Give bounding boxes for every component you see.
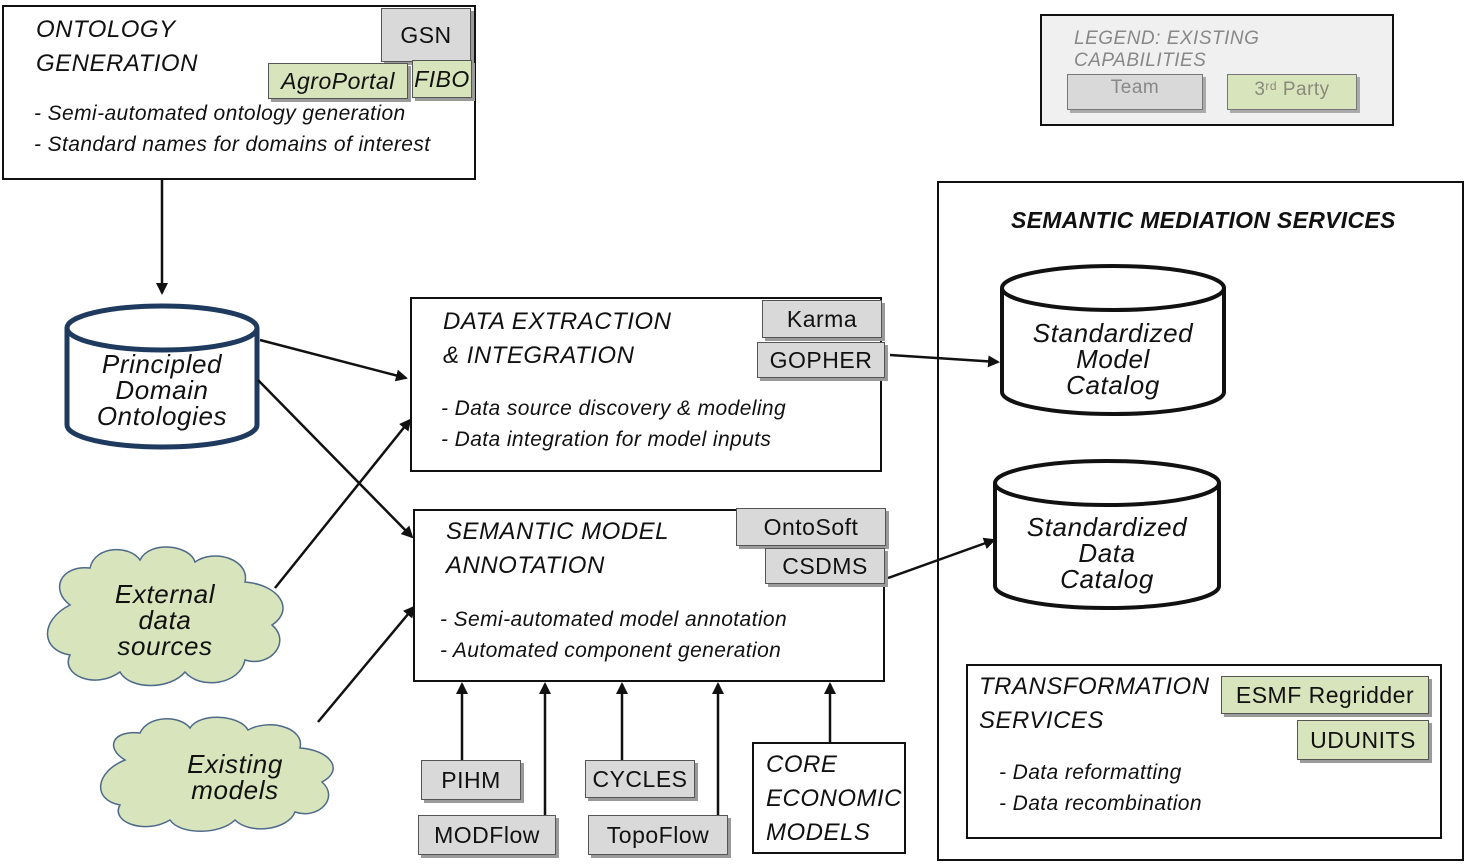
agroportal-tag: AgroPortal: [268, 63, 408, 99]
data-extraction-title-line2: & INTEGRATION: [443, 342, 635, 369]
semantic-annotation-title-line1: SEMANTIC MODEL: [446, 518, 670, 545]
core-economic-box: CORE ECONOMIC MODELS: [752, 742, 906, 854]
legend-third-party-label: Party: [1277, 79, 1330, 100]
principled-ontologies-line1: Principled: [101, 349, 223, 379]
legend-third-party-number: 3: [1254, 79, 1266, 100]
modflow-tag: MODFlow: [418, 815, 556, 855]
ontology-generation-bullet-1: - Semi-automated ontology generation: [34, 102, 406, 125]
principled-ontologies-line2: Domain: [115, 375, 209, 405]
udunits-tag: UDUNITS: [1297, 720, 1429, 760]
data-extraction-title-line1: DATA EXTRACTION: [443, 308, 672, 335]
core-economic-line2: ECONOMIC: [766, 785, 902, 812]
ontology-generation-bullet-2: - Standard names for domains of interest: [34, 133, 431, 156]
data-catalog-cylinder: [993, 459, 1221, 610]
data-catalog-label: Standardized Data Catalog: [995, 514, 1219, 592]
topoflow-tag: TopoFlow: [588, 815, 728, 855]
existing-models-line1: Existing: [187, 749, 283, 779]
csdms-tag: CSDMS: [765, 548, 885, 584]
data-extraction-bullet-2: - Data integration for model inputs: [441, 428, 772, 451]
existing-models-label: Existing models: [137, 751, 333, 803]
semantic-mediation-box: SEMANTIC MEDIATION SERVICES: [937, 181, 1464, 861]
ontosoft-tag: OntoSoft: [736, 508, 886, 546]
semantic-annotation-title-line2: ANNOTATION: [446, 552, 605, 579]
external-sources-line2: data: [138, 605, 192, 635]
principled-ontologies-label: Principled Domain Ontologies: [67, 351, 257, 429]
transformation-bullet-2: - Data recombination: [999, 792, 1202, 815]
core-economic-line3: MODELS: [766, 819, 871, 846]
legend-team-swatch: Team: [1067, 74, 1203, 110]
ontology-generation-title-line2: GENERATION: [36, 50, 198, 77]
model-catalog-line3: Catalog: [1066, 370, 1160, 400]
semantic-mediation-title: SEMANTIC MEDIATION SERVICES: [1011, 207, 1396, 233]
existing-models-line2: models: [191, 775, 279, 805]
transformation-title-line1: TRANSFORMATION: [979, 673, 1210, 700]
gsn-tag: GSN: [381, 8, 471, 62]
data-extraction-box: DATA EXTRACTION & INTEGRATION - Data sou…: [410, 297, 882, 472]
cycles-tag: CYCLES: [585, 760, 695, 798]
external-sources-line3: sources: [117, 631, 213, 661]
external-sources-cloud: [46, 546, 284, 687]
principled-ontologies-cylinder: [64, 303, 260, 450]
model-catalog-line2: Model: [1076, 344, 1150, 374]
data-catalog-line1: Standardized: [1026, 512, 1188, 542]
model-catalog-label: Standardized Model Catalog: [1002, 320, 1224, 398]
transformation-title-line2: SERVICES: [979, 707, 1104, 734]
data-catalog-line3: Catalog: [1060, 564, 1154, 594]
fibo-tag: FIBO: [412, 60, 472, 98]
external-sources-line1: External: [114, 579, 216, 609]
legend-third-party-superscript: rd: [1265, 79, 1278, 93]
semantic-annotation-bullet-2: - Automated component generation: [440, 639, 782, 662]
existing-models-cloud: [100, 716, 334, 832]
external-sources-label: External data sources: [70, 581, 260, 659]
pihm-tag: PIHM: [421, 760, 521, 800]
esmf-regridder-tag: ESMF Regridder: [1221, 676, 1429, 714]
transformation-bullet-1: - Data reformatting: [999, 761, 1182, 784]
model-catalog-cylinder: [1000, 264, 1226, 416]
core-economic-line1: CORE: [766, 751, 838, 778]
data-extraction-bullet-1: - Data source discovery & modeling: [441, 397, 787, 420]
legend-title: LEGEND: EXISTING CAPABILITIES: [1074, 28, 1260, 71]
karma-tag: Karma: [762, 300, 882, 338]
model-catalog-line1: Standardized: [1032, 318, 1194, 348]
gopher-tag: GOPHER: [757, 342, 885, 378]
ontology-generation-title-line1: ONTOLOGY: [36, 16, 176, 43]
semantic-annotation-bullet-1: - Semi-automated model annotation: [440, 608, 788, 631]
principled-ontologies-line3: Ontologies: [96, 401, 228, 431]
data-catalog-line2: Data: [1078, 538, 1136, 568]
